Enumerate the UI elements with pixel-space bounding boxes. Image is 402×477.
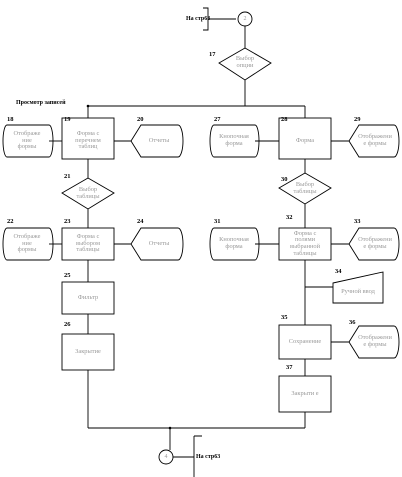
process-25-shape — [61, 281, 115, 315]
store-27-shape — [209, 124, 260, 158]
block-19-number: 19 — [64, 116, 71, 123]
store-22-shape — [2, 227, 54, 261]
block-34-number: 34 — [335, 268, 342, 275]
connector-bottom-bracket — [193, 435, 202, 477]
block-28-number: 28 — [281, 116, 288, 123]
decision-21-shape — [61, 177, 115, 210]
block-27-number: 27 — [214, 116, 221, 123]
block-36-number: 36 — [349, 319, 356, 326]
display-24-shape — [130, 227, 184, 261]
block-22-number: 22 — [7, 218, 14, 225]
block-31-number: 31 — [214, 218, 221, 225]
block-17-number: 17 — [209, 51, 216, 58]
block-18-number: 18 — [7, 116, 14, 123]
block-35-number: 35 — [281, 314, 288, 321]
decision-17-shape — [218, 47, 272, 81]
manual-input-34-shape — [332, 271, 384, 304]
connector-top-circle — [237, 11, 253, 27]
block-37-number: 37 — [286, 364, 293, 371]
display-36-shape — [348, 325, 400, 359]
process-32-shape — [278, 227, 332, 261]
process-35-shape — [278, 324, 332, 360]
store-31-shape — [209, 227, 260, 261]
block-21-number: 21 — [64, 173, 71, 180]
store-18-shape — [2, 124, 54, 158]
connector-bottom-circle — [158, 449, 174, 465]
block-33-number: 33 — [354, 218, 361, 225]
connector-top-note: На стр63 — [186, 16, 211, 22]
junction-dot-bottom — [168, 426, 172, 430]
process-37-shape — [278, 375, 332, 413]
block-23-number: 23 — [64, 218, 71, 225]
junction-dot-top — [86, 104, 90, 108]
block-29-number: 29 — [354, 116, 361, 123]
block-30-number: 30 — [281, 176, 288, 183]
block-32-number: 32 — [286, 214, 293, 221]
display-33-shape — [348, 227, 400, 261]
process-19-shape — [61, 117, 115, 160]
process-28-shape — [278, 117, 332, 160]
display-29-shape — [348, 124, 400, 158]
block-24-number: 24 — [137, 218, 144, 225]
process-26-shape — [61, 333, 115, 371]
process-23-shape — [61, 227, 115, 261]
display-20-shape — [130, 124, 184, 158]
section-label: Просмотр записей — [16, 100, 66, 106]
block-20-number: 20 — [137, 116, 144, 123]
connector-bottom-note: На стр63 — [196, 454, 221, 460]
block-25-number: 25 — [64, 272, 71, 279]
block-26-number: 26 — [64, 321, 71, 328]
